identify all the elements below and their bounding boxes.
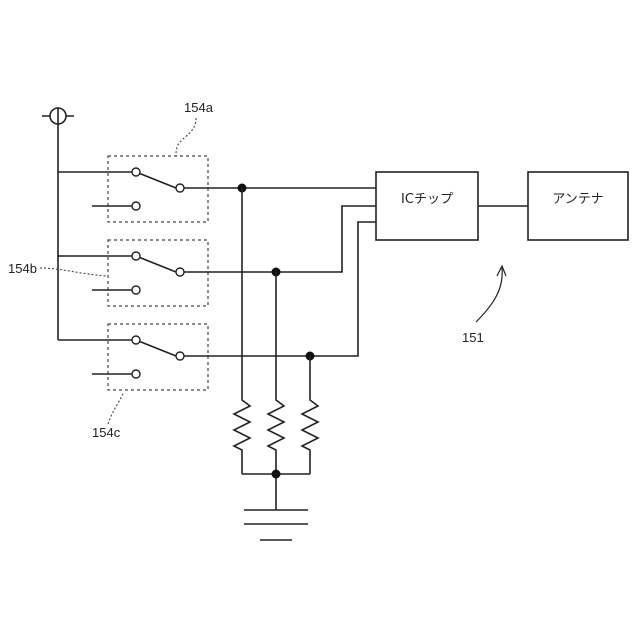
label-154c: 154c	[92, 425, 121, 440]
output-line-b	[184, 206, 376, 272]
arrowhead-151-icon	[497, 266, 506, 276]
switch-c	[92, 336, 184, 378]
leader-154b	[40, 268, 106, 276]
antenna-label: アンテナ	[552, 192, 603, 207]
switch-box-c	[108, 324, 208, 390]
switch-a	[92, 168, 184, 210]
output-line-c	[184, 222, 376, 356]
switch-b	[92, 252, 184, 294]
leader-154c	[108, 392, 124, 424]
power-source-icon	[42, 108, 74, 124]
label-154a: 154a	[184, 100, 214, 115]
ic-chip-label: ICチップ	[401, 192, 453, 207]
ground-icon	[244, 510, 308, 540]
label-154b: 154b	[8, 261, 37, 276]
switch-box-b	[108, 240, 208, 306]
label-151: 151	[462, 330, 484, 345]
resistor-a	[234, 188, 250, 474]
junction-ground	[272, 470, 281, 479]
leader-154a	[176, 118, 196, 156]
switch-box-a	[108, 156, 208, 222]
leader-151	[476, 268, 502, 322]
resistor-c	[302, 356, 318, 474]
